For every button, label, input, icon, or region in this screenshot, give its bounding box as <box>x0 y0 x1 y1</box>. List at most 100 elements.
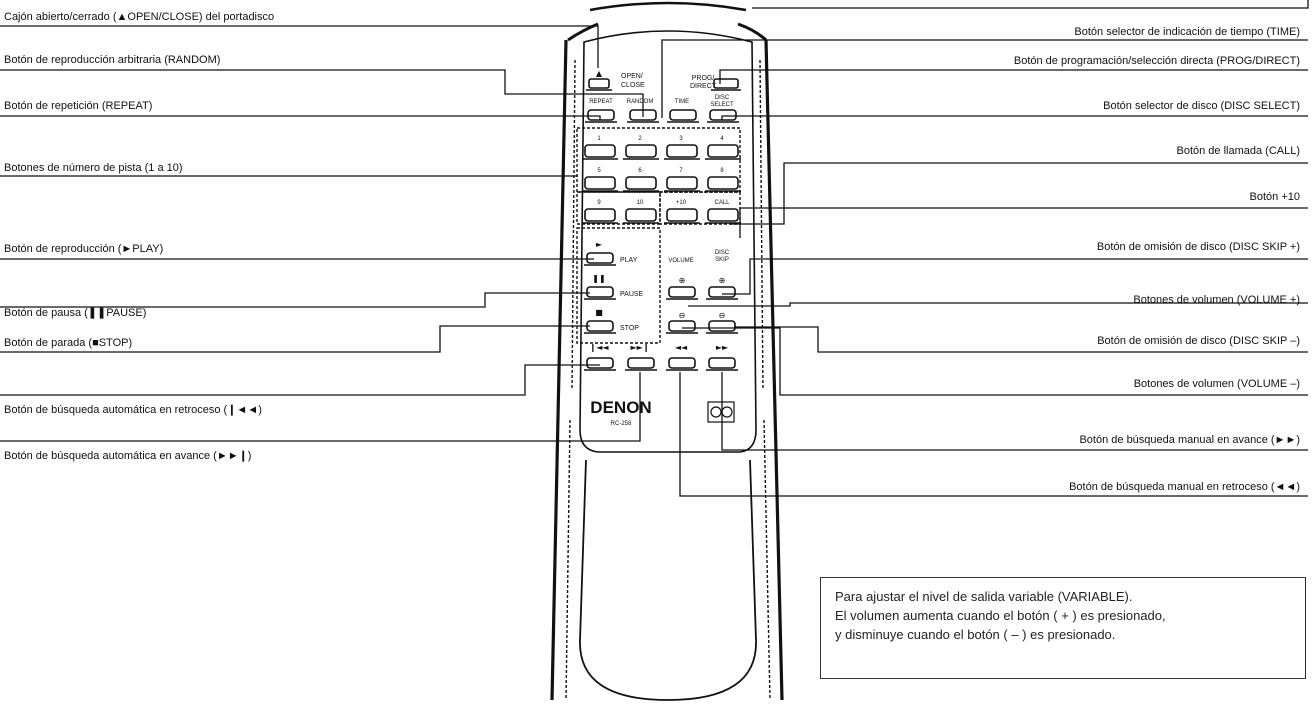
random-text: RANDOM <box>627 99 654 105</box>
auto-search-forward-button[interactable] <box>625 357 657 371</box>
pause-icon: ❚❚ <box>592 274 605 283</box>
disc-select-text-1: DISC <box>715 95 730 101</box>
label-prog-direct: Botón de programación/selección directa … <box>1014 55 1300 67</box>
eject-icon: ▲ <box>596 69 603 78</box>
label-manual-search-forward: Botón de búsqueda manual en avance (►►) <box>1079 434 1300 446</box>
track-1-button[interactable] <box>582 144 618 160</box>
num-7-text: 7 <box>679 168 683 174</box>
num-4-text: 4 <box>720 136 724 142</box>
volume-plus-button[interactable] <box>666 286 698 300</box>
track-2-button[interactable] <box>623 144 659 160</box>
prog-direct-text-2: DIRECT <box>690 83 717 90</box>
model-text: RC-258 <box>611 421 632 427</box>
num-3-text: 3 <box>679 136 683 142</box>
prog-direct-text-1: PROG/ <box>692 75 715 82</box>
volume-text: VOLUME <box>668 258 693 264</box>
plus10-text: +10 <box>676 200 687 206</box>
label-disc-select: Botón selector de disco (DISC SELECT) <box>1103 100 1300 112</box>
open-close-text-1: OPEN/ <box>621 73 643 80</box>
label-disc-skip-minus: Botón de omisión de disco (DISC SKIP –) <box>1097 335 1300 347</box>
number-panel-lower <box>576 191 661 225</box>
pause-text: PAUSE <box>620 291 644 298</box>
label-volume-minus: Botones de volumen (VOLUME –) <box>1134 378 1300 390</box>
manual-search-forward-button[interactable] <box>706 357 738 371</box>
top-frame-line <box>752 0 1309 9</box>
plus-icon: ⊕ <box>719 276 726 285</box>
label-auto-search-forward: Botón de búsqueda automática en avance (… <box>4 450 251 462</box>
num-8-text: 8 <box>720 168 724 174</box>
time-button[interactable] <box>667 109 699 123</box>
call-text: CALL <box>714 200 730 206</box>
stop-button[interactable] <box>584 320 616 334</box>
track-3-button[interactable] <box>664 144 700 160</box>
play-icon: ► <box>596 240 603 249</box>
track-4-button[interactable] <box>705 144 741 160</box>
transport-panel <box>576 227 661 344</box>
manual-search-back-button[interactable] <box>666 357 698 371</box>
plus-icon: ⊕ <box>679 276 686 285</box>
call-button[interactable] <box>705 208 741 224</box>
label-repeat: Botón de repetición (REPEAT) <box>4 100 152 112</box>
number-panel <box>576 127 741 193</box>
minus-icon: ⊖ <box>719 311 726 320</box>
skip-back-icon: ❙◄◄ <box>589 343 609 352</box>
track-6-button[interactable] <box>623 176 659 192</box>
disc-skip-minus-button[interactable] <box>706 320 738 334</box>
disc-select-button[interactable] <box>707 109 739 123</box>
skip-forward-icon: ►►❙ <box>630 343 649 352</box>
num-1-text: 1 <box>597 136 601 142</box>
num-2-text: 2 <box>638 136 642 142</box>
variable-output-note: Para ajustar el nivel de salida variable… <box>820 577 1306 679</box>
stop-text: STOP <box>620 325 639 332</box>
fast-forward-icon: ►► <box>716 343 729 352</box>
label-stop: Botón de parada (■STOP) <box>4 337 132 349</box>
label-open-close: Cajón abierto/cerrado (▲OPEN/CLOSE) del … <box>4 11 274 23</box>
rewind-icon: ◄◄ <box>675 343 688 352</box>
time-text: TIME <box>675 99 689 105</box>
disc-skip-text-2: SKIP <box>715 257 729 263</box>
label-disc-skip-plus: Botón de omisión de disco (DISC SKIP +) <box>1097 241 1300 253</box>
note-line-1: Para ajustar el nivel de salida variable… <box>835 589 1133 604</box>
prog-direct-button[interactable]: PROG/ DIRECT <box>690 75 741 91</box>
play-button[interactable] <box>584 252 616 266</box>
track-7-button[interactable] <box>664 176 700 192</box>
minus-icon: ⊖ <box>679 311 686 320</box>
disc-select-text-2: SELECT <box>710 102 734 108</box>
track-9-button[interactable] <box>582 208 618 224</box>
right-labels: Botón selector de indicación de tiempo (… <box>1014 26 1300 493</box>
pause-button[interactable] <box>584 286 616 300</box>
track-10-button[interactable] <box>623 208 659 224</box>
label-play: Botón de reproducción (►PLAY) <box>4 243 163 255</box>
label-time: Botón selector de indicación de tiempo (… <box>1074 26 1300 38</box>
repeat-button[interactable] <box>585 109 617 123</box>
left-labels: Cajón abierto/cerrado (▲OPEN/CLOSE) del … <box>4 11 274 462</box>
num-5-text: 5 <box>597 168 601 174</box>
brand-logo: DENON <box>590 398 651 417</box>
track-8-button[interactable] <box>705 176 741 192</box>
plus10-button[interactable] <box>664 208 700 224</box>
disc-skip-plus-button[interactable] <box>706 286 738 300</box>
volume-minus-button[interactable] <box>666 320 698 334</box>
auto-search-back-button[interactable] <box>584 357 616 371</box>
disc-skip-text-1: DISC <box>715 250 730 256</box>
play-text: PLAY <box>620 257 638 264</box>
track-5-button[interactable] <box>582 176 618 192</box>
remote-body <box>550 1 784 701</box>
open-close-button[interactable]: ▲ OPEN/ CLOSE <box>586 69 645 91</box>
label-pause: Botón de pausa (❚❚PAUSE) <box>4 307 146 319</box>
open-close-text-2: CLOSE <box>621 82 645 89</box>
label-track-numbers: Botones de número de pista (1 a 10) <box>4 162 183 174</box>
stop-icon: ■ <box>595 308 603 317</box>
remote-buttons: ▲ OPEN/ CLOSE PROG/ DIRECT REPEAT RANDOM… <box>582 69 741 427</box>
num-6-text: 6 <box>638 168 642 174</box>
label-plus10: Botón +10 <box>1250 191 1300 203</box>
label-auto-search-back: Botón de búsqueda automática en retroces… <box>4 404 262 416</box>
note-line-3: y disminuye cuando el botón ( – ) es pre… <box>835 627 1116 642</box>
note-line-2: El volumen aumenta cuando el botón ( + )… <box>835 608 1166 623</box>
label-call: Botón de llamada (CALL) <box>1176 145 1300 157</box>
compact-disc-logo-icon <box>707 401 735 423</box>
leader-lines <box>0 25 1308 497</box>
label-volume-plus: Botones de volumen (VOLUME +) <box>1133 294 1300 306</box>
repeat-text: REPEAT <box>589 99 613 105</box>
